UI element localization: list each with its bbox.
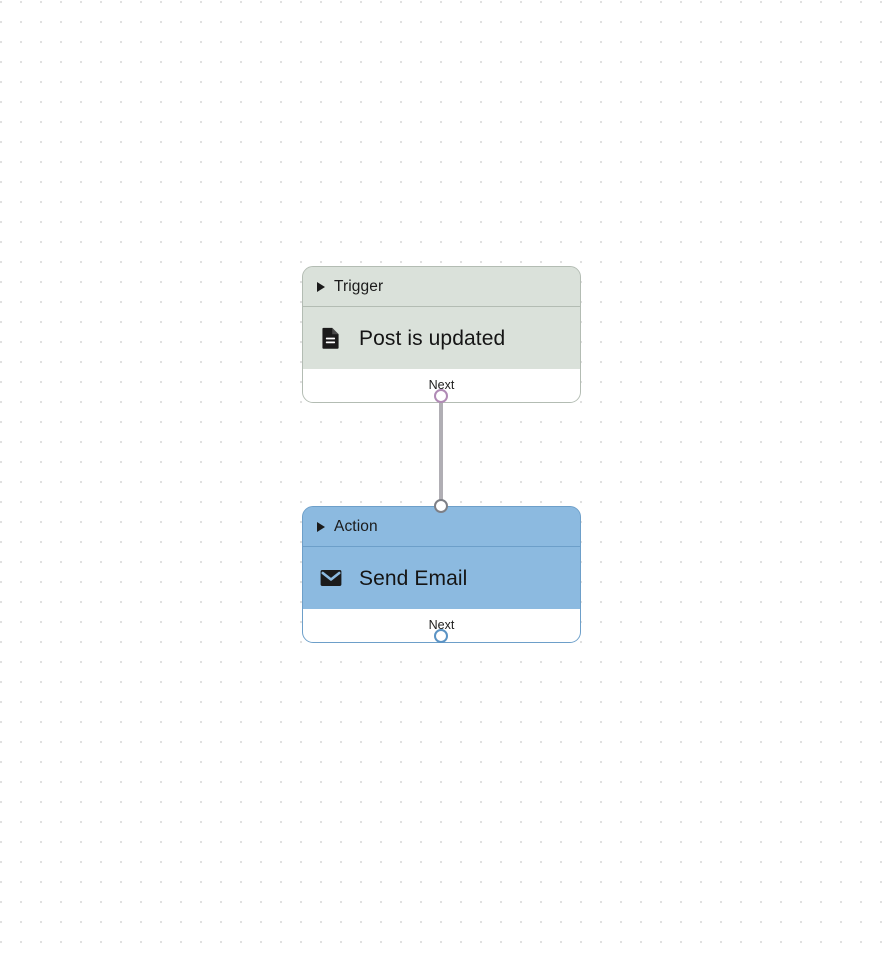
trigger-node-header[interactable]: Trigger xyxy=(303,267,580,307)
action-node-body[interactable]: Send Email xyxy=(303,547,580,609)
trigger-next-label: Next xyxy=(428,378,455,393)
trigger-node-frame: Trigger Post is updated Next xyxy=(302,266,581,403)
document-icon xyxy=(317,324,345,352)
triangle-right-icon[interactable] xyxy=(317,282,325,292)
workflow-node-action[interactable]: Action Send Email Next xyxy=(302,506,581,643)
triangle-right-icon[interactable] xyxy=(317,522,325,532)
action-node-frame: Action Send Email Next xyxy=(302,506,581,643)
action-target-handle[interactable] xyxy=(434,499,448,513)
trigger-node-kind-label: Trigger xyxy=(334,277,384,295)
action-node-kind-label: Action xyxy=(334,517,378,535)
trigger-node-title: Post is updated xyxy=(359,326,506,350)
action-source-handle[interactable] xyxy=(434,629,448,643)
action-node-title: Send Email xyxy=(359,566,468,590)
trigger-node-body[interactable]: Post is updated xyxy=(303,307,580,369)
workflow-node-trigger[interactable]: Trigger Post is updated Next xyxy=(302,266,581,403)
trigger-source-handle[interactable] xyxy=(434,389,448,403)
action-node-header[interactable]: Action xyxy=(303,507,580,547)
envelope-icon xyxy=(317,564,345,592)
action-next-label: Next xyxy=(428,618,455,633)
trigger-node-footer[interactable]: Next xyxy=(303,369,580,402)
